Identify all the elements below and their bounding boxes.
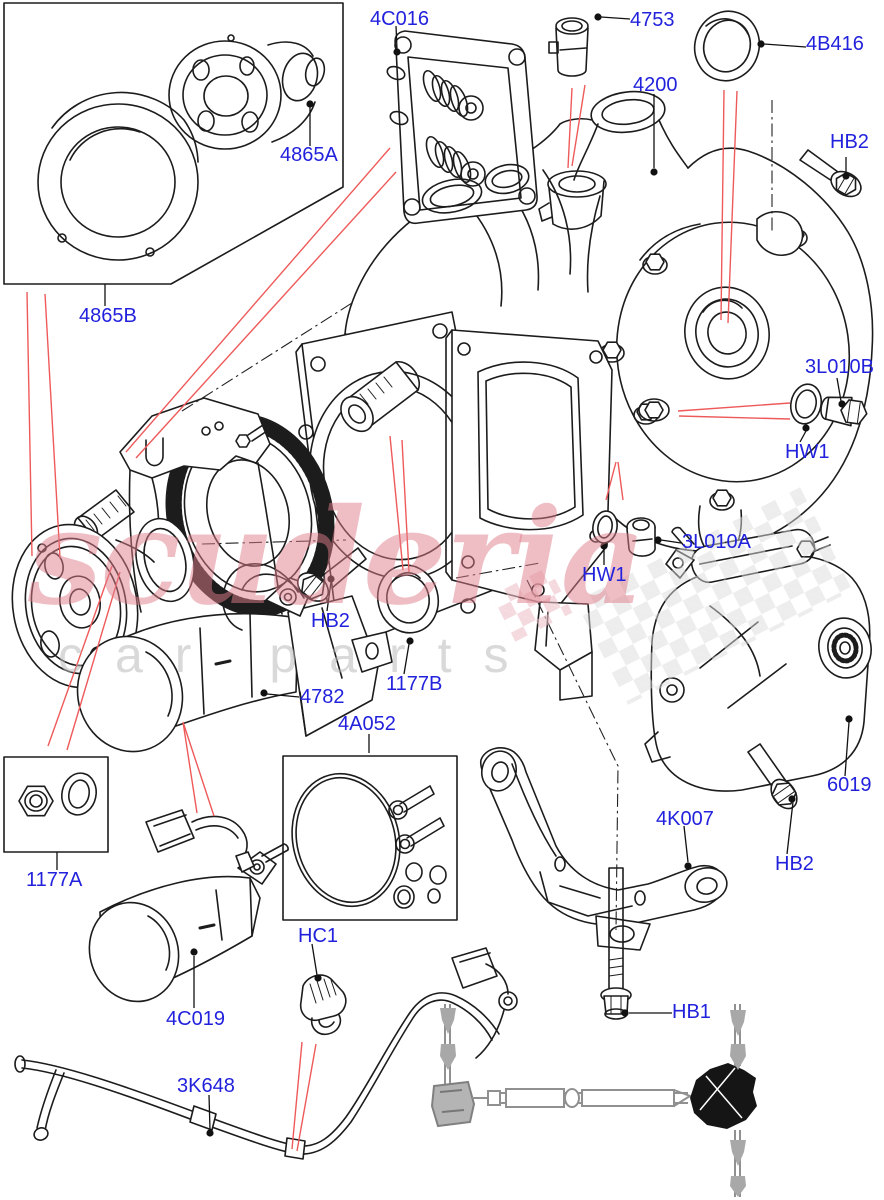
- part-label-hb1: HB1: [672, 1001, 711, 1023]
- part-label-4c016: 4C016: [370, 8, 429, 30]
- part-label-3k648: 3K648: [177, 1075, 235, 1097]
- part-label-4865b: 4865B: [79, 305, 137, 327]
- motor-4c019-art: [88, 809, 289, 1003]
- part-label-3l010a: 3L010A: [682, 531, 751, 553]
- black-leader-lines: [56, 16, 850, 1131]
- seal-1177b-art: [376, 564, 440, 634]
- pipe-art: [14, 992, 500, 1160]
- clip-hc1-art: [299, 974, 347, 1036]
- part-label-6019: 6019: [827, 774, 872, 796]
- part-label-hw1-left: HW1: [582, 564, 627, 586]
- inset-coupling-kit: [3, 2, 344, 285]
- part-label-4753: 4753: [630, 9, 675, 31]
- breather-art: [548, 17, 589, 77]
- part-label-4b416: 4B416: [806, 33, 864, 55]
- drivetrain-locator: [430, 1004, 757, 1197]
- part-label-1177a: 1177A: [26, 869, 83, 891]
- part-label-1177b: 1177B: [386, 673, 443, 695]
- plug-3l010b-art: [789, 383, 868, 427]
- part-label-hb2-top: HB2: [830, 131, 869, 153]
- part-label-4865a: 4865A: [280, 144, 338, 166]
- centerlines: [181, 100, 773, 931]
- part-label-hc1: HC1: [298, 925, 339, 947]
- part-label-hw1-right: HW1: [785, 441, 830, 463]
- inset-nut-seal-kit: [3, 756, 109, 853]
- part-label-hb2-middle: HB2: [311, 610, 350, 632]
- actuator-plate-art: [386, 30, 538, 225]
- gasket-art: [445, 329, 613, 701]
- part-label-4782: 4782: [300, 686, 345, 708]
- sensor-art: [451, 947, 518, 1059]
- drain-plug-boss: [638, 398, 670, 422]
- part-label-4a052: 4A052: [338, 713, 396, 735]
- bolt-hb1-art: [600, 867, 632, 1020]
- bolt-hb2-top-art: [799, 149, 862, 198]
- actuator-housing-art: [644, 526, 872, 792]
- cover-bolts: [599, 226, 808, 511]
- haldex-pump-art: [76, 562, 393, 753]
- part-label-4200: 4200: [633, 74, 678, 96]
- seal-4b416-art: [693, 10, 761, 82]
- part-label-3l010b: 3L010B: [805, 356, 874, 378]
- bolt-hb2-middle-art: [296, 547, 367, 602]
- part-label-4c019: 4C019: [166, 1008, 225, 1030]
- red-leader-lines: [26, 84, 791, 1152]
- part-label-hb2-bottom: HB2: [775, 853, 814, 875]
- inset-gasket-kit: [282, 755, 458, 921]
- part-label-4k007: 4K007: [656, 808, 714, 830]
- carrier-bracket-art: [73, 397, 283, 615]
